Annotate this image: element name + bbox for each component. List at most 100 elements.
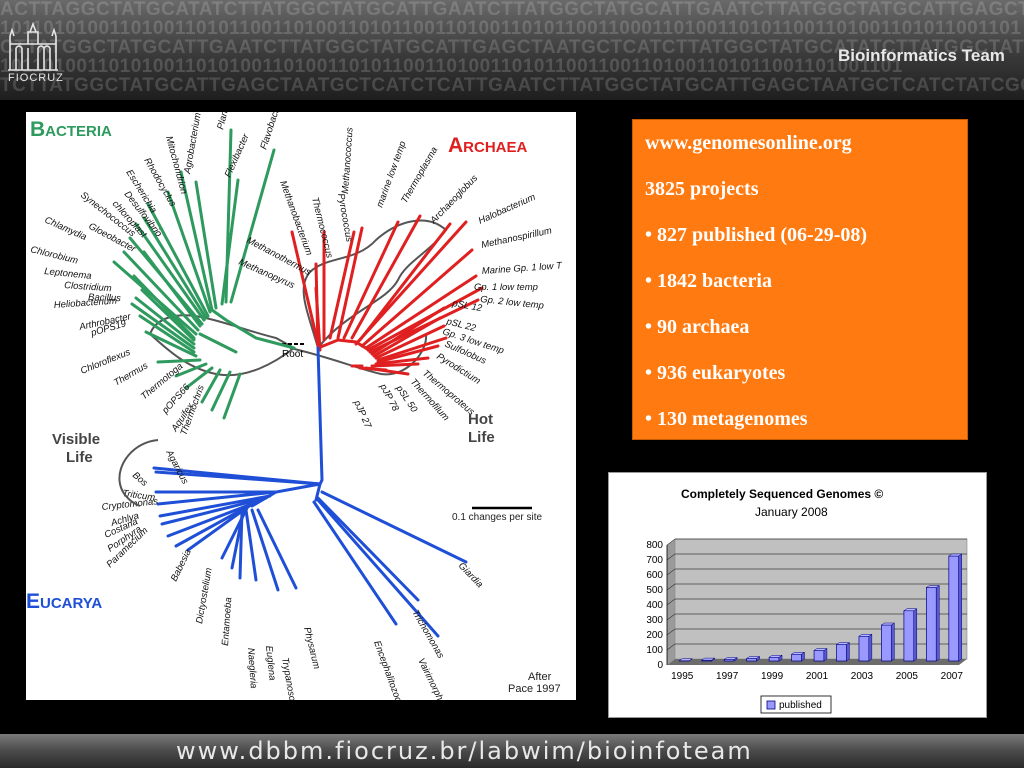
genome-stats-box: www.genomesonline.org 3825 projects • 82… xyxy=(632,119,968,440)
dna-row: TCTTATGGCTATGCATTGAGCTAATGCTCATCTCATTGAA… xyxy=(0,75,1024,96)
eucarya-branch xyxy=(312,500,398,626)
sequenced-genomes-chart: Completely Sequenced Genomes © January 2… xyxy=(608,472,987,718)
chart-bar-top xyxy=(835,642,851,645)
chart-bar-top xyxy=(858,634,873,637)
dna-row: ACTTAGGCTATGCATATCTTATGGCTATGCATTGAATCTT… xyxy=(0,0,1024,20)
archaea-branch xyxy=(358,222,452,342)
bacteria-branch xyxy=(134,222,206,322)
chart-x-tick-label: 2007 xyxy=(941,671,964,682)
chart-bar xyxy=(881,624,892,662)
visible-life-label-1: Visible xyxy=(52,431,100,448)
eucarya-branch xyxy=(156,490,278,506)
dna-row: 1011010011010100110101001101001101011001… xyxy=(0,56,903,77)
eucarya-branch xyxy=(238,508,244,580)
eucarya-taxon-label: Trichomonas xyxy=(409,608,446,661)
footer-banner: www.dbbm.fiocruz.br/labwim/bioinfoteam xyxy=(0,734,1024,768)
archaea-taxon-label: Marine Gp. 1 low T xyxy=(481,260,563,277)
chart-y-tick-label: 300 xyxy=(646,615,663,626)
chart-bar-top xyxy=(925,585,941,588)
eucarya-taxon-label: Naegleria xyxy=(245,647,259,688)
archaea-taxon-label: pSL 12 xyxy=(450,298,483,314)
bacteria-branch xyxy=(146,202,210,318)
eucarya-branch xyxy=(244,508,258,582)
eucarya-taxon-label: Vairimorpha xyxy=(415,656,447,700)
chart-bar xyxy=(813,650,825,662)
chart-y-tick-label: 600 xyxy=(646,570,663,581)
metagenomes-count: • 130 metagenomes xyxy=(645,408,808,430)
bacteria-branch xyxy=(229,148,276,304)
archaea-taxon-label: Gp. 1 low temp xyxy=(474,282,538,293)
chart-bar xyxy=(926,587,937,662)
phylogenetic-tree-figure: Root PlanctomycesFlavobacteriumFlexibact… xyxy=(26,112,576,700)
bacteria-branch xyxy=(140,288,196,342)
archaea-branch xyxy=(376,344,440,364)
archaea-taxon-label: Archaeoglobus xyxy=(428,173,481,227)
chart-bar-side xyxy=(935,585,940,662)
archaea-outline xyxy=(302,219,448,351)
chart-gridline xyxy=(666,598,967,606)
chart-legend-label: published xyxy=(779,700,822,711)
header-banner: ACTTAGGCTATGCATATCTTATGGCTATGCATTGAATCTT… xyxy=(0,0,1024,100)
archaea-taxon-label: Pyrococcus xyxy=(335,193,354,244)
chart-bar xyxy=(791,653,802,662)
eucarya-branch xyxy=(154,470,322,486)
footer-url[interactable]: www.dbbm.fiocruz.br/labwim/bioinfoteam xyxy=(176,737,753,765)
chart-gridline xyxy=(666,613,967,621)
team-title: Bioinformatics Team xyxy=(838,46,1005,65)
bacteria-taxon-label: Chlorobium xyxy=(29,244,79,266)
chart-legend-swatch xyxy=(766,700,776,710)
bacteria-branch xyxy=(156,358,202,364)
eucarya-branch xyxy=(316,496,420,602)
chart-bar-side xyxy=(891,622,895,662)
eucarya-taxon-label: Dictyostelium xyxy=(194,567,215,625)
chart-bar-top xyxy=(790,652,806,655)
chart-gridline xyxy=(666,538,967,546)
bacteria-count: • 1842 bacteria xyxy=(645,270,772,292)
chart-bar-side xyxy=(846,642,850,662)
bacteria-trunk xyxy=(198,308,296,354)
chart-bar xyxy=(858,635,870,662)
archaea-branch xyxy=(342,220,400,340)
eucarya-taxon-label: Encephalitozoon xyxy=(371,639,405,700)
chart-x-tick-label: 2003 xyxy=(851,671,874,682)
bacteria-branch xyxy=(184,366,214,390)
chart-bar-top xyxy=(723,657,738,660)
archaea-trunk xyxy=(316,338,374,354)
phylogenetic-tree-svg: Root PlanctomycesFlavobacteriumFlexibact… xyxy=(26,112,563,700)
chart-bar-side xyxy=(868,633,873,662)
archaea-taxon-label: Halobacterium xyxy=(477,192,538,227)
chart-y-tick-label: 500 xyxy=(646,585,663,596)
bacteria-branch xyxy=(142,250,202,328)
archaea-branch xyxy=(354,220,468,346)
fiocruz-castle-logo xyxy=(8,21,58,71)
chart-bar-top xyxy=(745,656,761,659)
eucarya-branch xyxy=(158,494,272,518)
bacteria-branch xyxy=(179,170,214,312)
chart-y-tick-label: 200 xyxy=(646,630,663,641)
chart-bar-top xyxy=(700,657,716,661)
bacteria-branch xyxy=(130,302,196,350)
archaea-taxon-label: pJP 27 xyxy=(351,398,374,431)
chart-y-tick-label: 100 xyxy=(646,645,663,656)
hot-life-label-1: Hot xyxy=(468,411,493,428)
bacteria-taxon-label: Agrobacterium xyxy=(182,112,204,176)
chart-subtitle: January 2008 xyxy=(755,505,828,519)
archaea-branch xyxy=(314,286,322,352)
fiocruz-logo-text: FIOCRUZ xyxy=(8,72,64,84)
bacteria-branch xyxy=(194,180,218,310)
bacteria-branch xyxy=(200,368,222,404)
genomes-online-url[interactable]: www.genomesonline.org xyxy=(645,132,852,154)
eucarya-taxon-label: Euglena xyxy=(263,645,278,681)
chart-x-tick-label: 2001 xyxy=(806,671,829,682)
chart-bar-top xyxy=(768,655,783,658)
bacteria-taxon-label: Bacillus xyxy=(88,292,121,304)
eucarya-branch xyxy=(250,508,280,592)
chart-legend-box xyxy=(760,695,832,714)
archaea-branch xyxy=(328,230,356,340)
chart-y-tick-label: 700 xyxy=(646,555,663,566)
pace-label: Pace 1997 xyxy=(508,683,561,695)
eucarya-taxon-label: Trypanosoma xyxy=(279,657,300,700)
bacteria-branch xyxy=(174,362,208,378)
chart-bar xyxy=(746,658,757,662)
bacteria-taxon-label: Chlamydia xyxy=(43,215,88,243)
